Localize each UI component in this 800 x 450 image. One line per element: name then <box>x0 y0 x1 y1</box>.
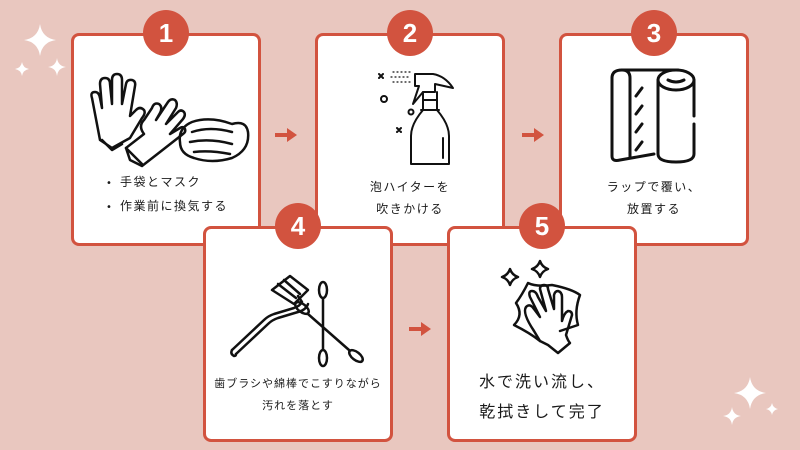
instruction-line: 水で洗い流し、 <box>478 372 605 391</box>
instruction-line: 泡ハイターを <box>369 180 451 194</box>
arrow-right-icon <box>275 128 297 142</box>
instruction-line: ラップで覆い、 <box>606 180 702 194</box>
arrow-right-icon <box>409 322 431 336</box>
gloves-and-mask-icon <box>90 72 250 168</box>
plastic-wrap-roll-icon <box>610 68 696 164</box>
step-number-badge: 5 <box>519 203 565 249</box>
step-number-badge: 2 <box>387 10 433 56</box>
bullet-item: 手袋とマスク <box>106 171 228 195</box>
instruction-line: 歯ブラシや綿棒でこすりながら <box>214 377 382 390</box>
spray-bottle-icon <box>378 71 454 165</box>
step-4-instructions: 歯ブラシや綿棒でこすりながら 汚れを落とす <box>206 373 390 417</box>
instruction-line: 吹きかける <box>376 202 444 216</box>
step-5-instructions: 水で洗い流し、 乾拭きして完了 <box>450 367 634 427</box>
step-card-2: 2 泡ハイターを 吹きかける <box>315 10 505 246</box>
instruction-line: 汚れを落とす <box>262 399 334 412</box>
step-1-instructions: 手袋とマスク 作業前に換気する <box>106 171 228 219</box>
step-3-instructions: ラップで覆い、 放置する <box>562 176 746 220</box>
instruction-line: 放置する <box>626 202 681 216</box>
step-number-badge: 1 <box>143 10 189 56</box>
sparkle-icon <box>15 24 66 76</box>
step-card-3: 3 ラップで覆い、 放置する <box>559 10 749 246</box>
toothbrush-and-cotton-swabs-icon <box>230 274 365 368</box>
arrow-right-icon <box>522 128 544 142</box>
step-card-5: 5 水で洗い流し、 乾拭きして完了 <box>447 203 637 442</box>
step-2-instructions: 泡ハイターを 吹きかける <box>318 176 502 220</box>
step-number-badge: 3 <box>631 10 677 56</box>
instruction-line: 乾拭きして完了 <box>479 402 605 421</box>
step-card-4: 4 歯ブラシや綿棒でこすりながら 汚れを落とす <box>203 203 393 442</box>
hand-wiping-cloth-icon <box>500 259 582 355</box>
sparkle-icon <box>723 377 778 425</box>
bullet-item: 作業前に換気する <box>106 195 228 219</box>
step-card-1: 1 手袋とマスク 作業前に換気する <box>71 10 261 246</box>
step-number-badge: 4 <box>275 203 321 249</box>
